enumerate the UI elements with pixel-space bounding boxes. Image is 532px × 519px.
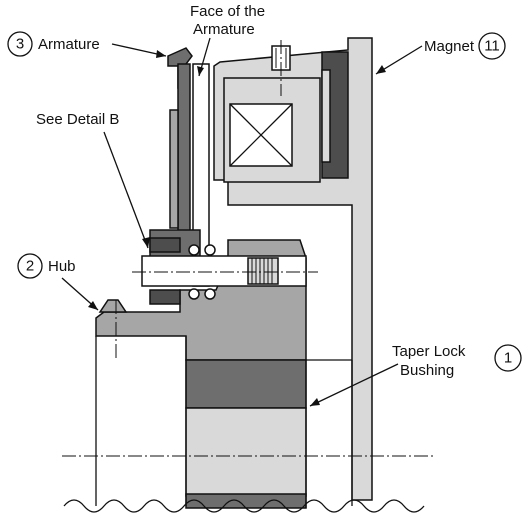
taper-label-line2: Bushing	[400, 362, 454, 379]
taper-label-line1: Taper Lock	[392, 343, 466, 360]
bore-outline	[95, 336, 353, 506]
bushing-number: 1	[504, 350, 512, 367]
detail-b-callout: See Detail B	[36, 111, 150, 249]
armature-label: Armature	[38, 36, 100, 53]
detail-b-label: See Detail B	[36, 111, 119, 128]
taper-lock-callout: Taper Lock Bushing 1	[309, 343, 522, 407]
magnet-label: Magnet	[424, 38, 475, 55]
hub-callout: 2 Hub	[17, 253, 99, 311]
armature-callout: 3 Armature	[7, 31, 167, 58]
break-line	[63, 499, 425, 513]
face-label-line2: Armature	[193, 21, 255, 38]
taper-lock-bushing	[185, 359, 307, 509]
face-of-armature-callout: Face of the Armature	[190, 3, 265, 77]
armature-number: 3	[16, 36, 24, 53]
hub-body	[95, 237, 307, 361]
thread-lines	[251, 258, 273, 284]
center-lines	[62, 271, 436, 457]
armature-plate	[149, 47, 210, 287]
hub-label: Hub	[48, 258, 76, 275]
magnet-number: 11	[484, 38, 500, 55]
hub-number: 2	[26, 258, 34, 275]
face-label-line1: Face of the	[190, 3, 265, 20]
magnet-body	[213, 37, 373, 501]
magnet-callout: Magnet 11	[375, 32, 506, 75]
